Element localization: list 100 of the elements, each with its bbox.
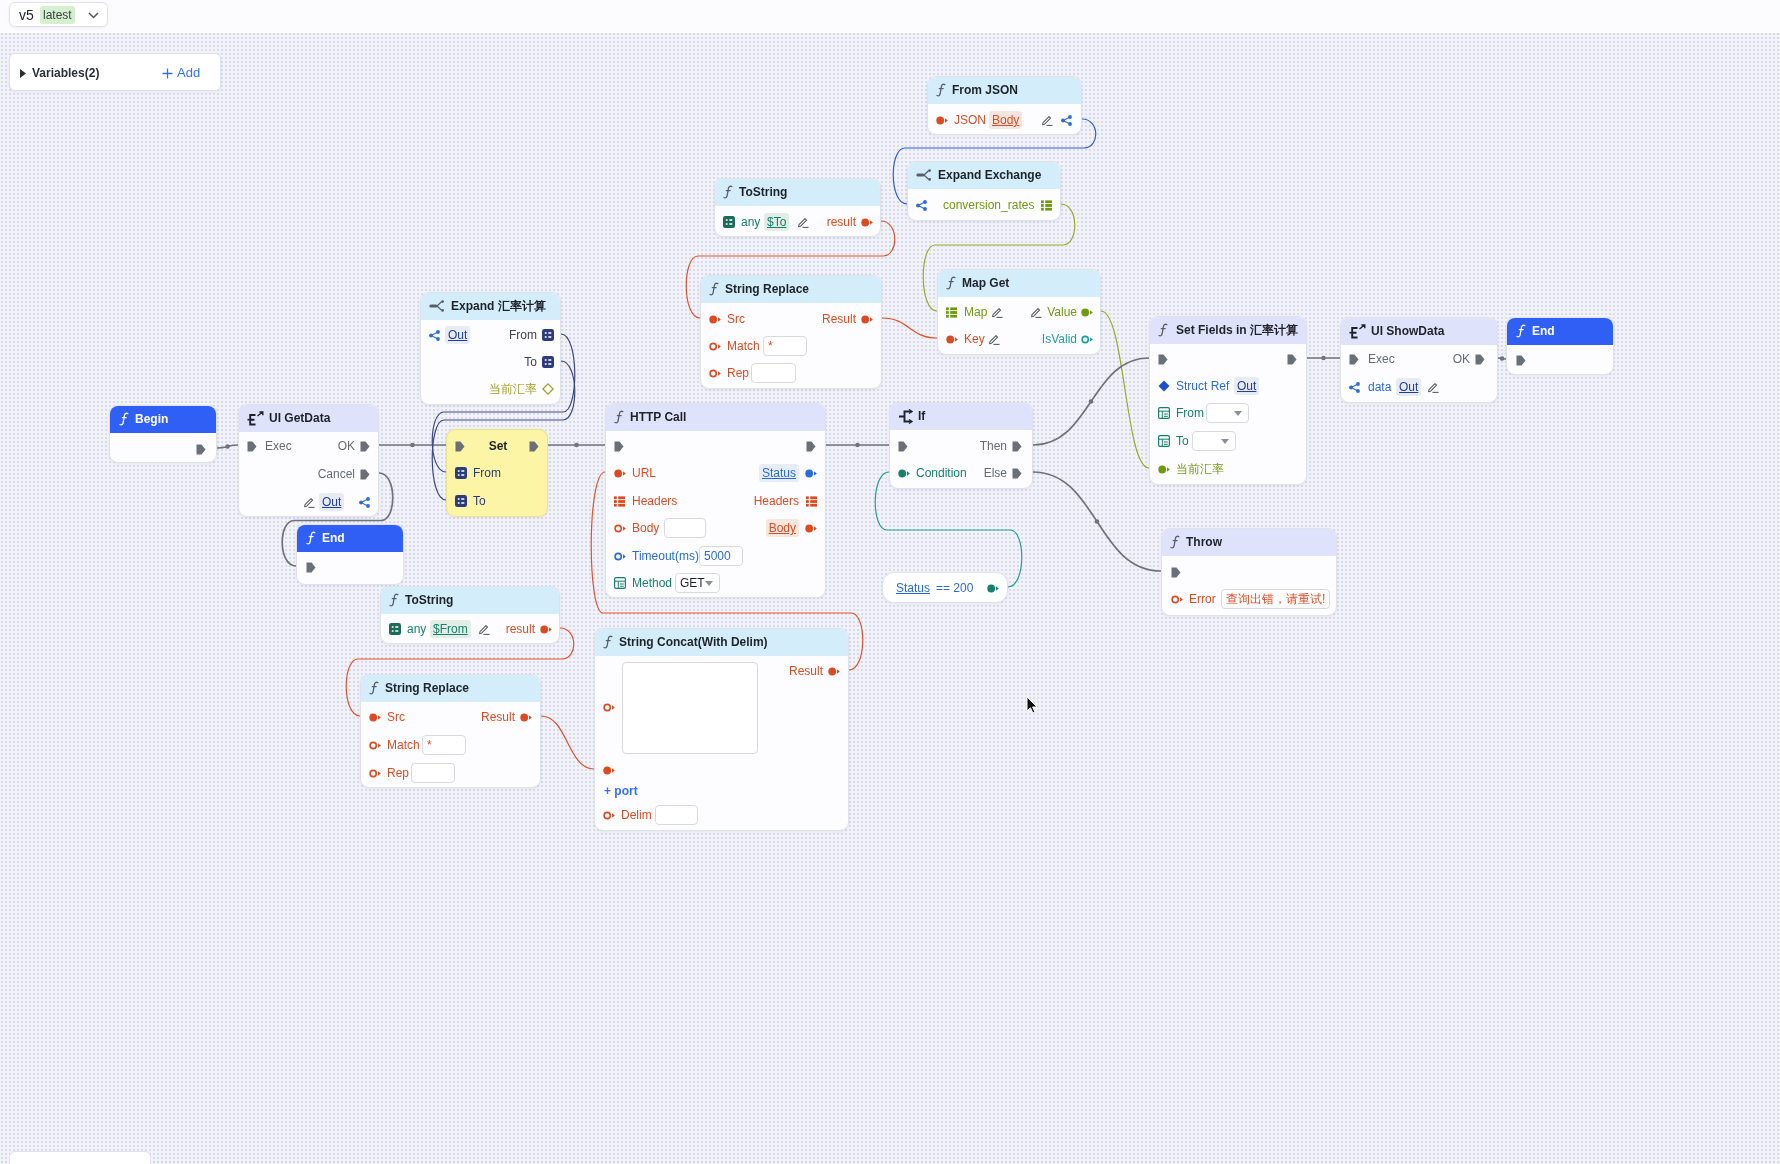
- node-card: [380, 586, 560, 644]
- port-label: Then: [979, 438, 1007, 454]
- connector: [547, 442, 606, 448]
- port-label: Headers: [753, 493, 799, 509]
- connector: [281, 472, 394, 567]
- node-title: Throw: [1186, 534, 1222, 550]
- input-field: *: [763, 336, 807, 356]
- port-label: Exec: [1368, 351, 1395, 367]
- port-label: Result: [789, 663, 823, 679]
- version-selector: [9, 2, 108, 27]
- node-title: String Concat(With Delim): [619, 634, 768, 650]
- node-title: UI GetData: [269, 410, 331, 426]
- input-field: 查询出错，请重试!: [1221, 589, 1331, 609]
- port-label: Body: [632, 520, 660, 536]
- node-title: Begin: [135, 411, 169, 427]
- node-title: If: [918, 408, 926, 424]
- node-title: String Replace: [385, 680, 470, 696]
- node-title: Set: [488, 438, 508, 454]
- status-badge: latest: [40, 6, 75, 24]
- node-card: [889, 402, 1033, 489]
- node-title: Expand 汇率计算: [451, 298, 546, 314]
- variable-tag: Out: [319, 493, 345, 511]
- connector: [540, 715, 595, 770]
- connector: [1032, 471, 1162, 572]
- node-title: ToString: [739, 184, 788, 200]
- node-title: String Replace: [725, 281, 810, 297]
- port-label: Src: [727, 311, 745, 327]
- node-card: [1340, 317, 1498, 403]
- port-label: Exec: [265, 438, 292, 454]
- port-label: IsValid: [1041, 331, 1077, 347]
- node-title: End: [322, 530, 345, 546]
- node-card: [360, 674, 541, 788]
- node-card: [1506, 317, 1614, 375]
- node-card: [927, 76, 1082, 135]
- connector: [1100, 310, 1150, 469]
- node-title: Map Get: [962, 275, 1010, 291]
- port-label: any: [741, 214, 761, 230]
- section-title: Variables(2): [32, 65, 100, 81]
- port-label: Result: [822, 311, 856, 327]
- port-label: Result: [481, 709, 515, 725]
- node-title: HTTP Call: [630, 409, 687, 425]
- node-card: [446, 429, 548, 517]
- add-port-link: + port: [604, 783, 638, 799]
- node-card: [1149, 316, 1307, 485]
- variable-tag: Status: [758, 464, 799, 482]
- connector: [378, 442, 447, 448]
- port-label: result: [826, 214, 856, 230]
- node-title: Expand Exchange: [938, 167, 1042, 183]
- port-label: OK: [337, 438, 355, 454]
- port-label: Condition: [916, 465, 967, 481]
- connector: [431, 360, 576, 501]
- port-label: Rep: [387, 765, 409, 781]
- port-label: == 200: [936, 580, 974, 596]
- variable-tag: Body: [765, 519, 799, 537]
- node-card: [937, 269, 1101, 355]
- node-title: From JSON: [952, 82, 1018, 98]
- connector: [825, 442, 890, 448]
- port-label: data: [1368, 379, 1392, 395]
- port-label: URL: [632, 465, 656, 481]
- node-title: UI ShowData: [1371, 323, 1445, 339]
- node-card: [907, 161, 1061, 221]
- port-label: 当前汇率: [489, 381, 537, 397]
- port-label: Match: [387, 737, 420, 753]
- variable-tag: Out: [1396, 378, 1422, 396]
- port-label: Timeout(ms): [632, 548, 699, 564]
- connector: [590, 471, 864, 671]
- port-label: Map: [964, 304, 988, 320]
- connector: [922, 203, 1076, 312]
- node-title: ToString: [405, 592, 454, 608]
- port-label: Else: [983, 465, 1007, 481]
- input-field: *: [422, 735, 466, 755]
- node-card: [605, 403, 826, 598]
- node-card: [238, 404, 379, 517]
- connector: [685, 220, 896, 319]
- variable-tag: Status: [893, 579, 934, 597]
- connector: [216, 444, 239, 449]
- port-label: Src: [387, 709, 405, 725]
- port-label: Match: [727, 338, 760, 354]
- node-card: [109, 405, 217, 463]
- node-title: Set Fields in 汇率计算: [1176, 322, 1298, 338]
- node-title: End: [1532, 323, 1555, 339]
- connector: [345, 627, 575, 717]
- node-card: [1161, 528, 1337, 616]
- variable-tag: Body: [989, 111, 1023, 129]
- node-card: [296, 524, 404, 585]
- variable-tag: $From: [430, 620, 471, 638]
- port-label: Delim: [621, 807, 652, 823]
- port-label: JSON: [954, 112, 986, 128]
- port-label: 当前汇率: [1176, 461, 1224, 477]
- port-label: OK: [1452, 351, 1470, 367]
- port-label: Headers: [632, 493, 678, 509]
- port-label: Cancel: [317, 466, 355, 482]
- connector: [874, 471, 1023, 588]
- port-label: To: [524, 354, 537, 370]
- dropdown: GET: [675, 573, 720, 593]
- port-label: Error: [1189, 591, 1216, 607]
- port-label: any: [407, 621, 427, 637]
- port-label: To: [473, 493, 486, 509]
- port-label: Method: [632, 575, 673, 591]
- variables-panel: [9, 53, 221, 91]
